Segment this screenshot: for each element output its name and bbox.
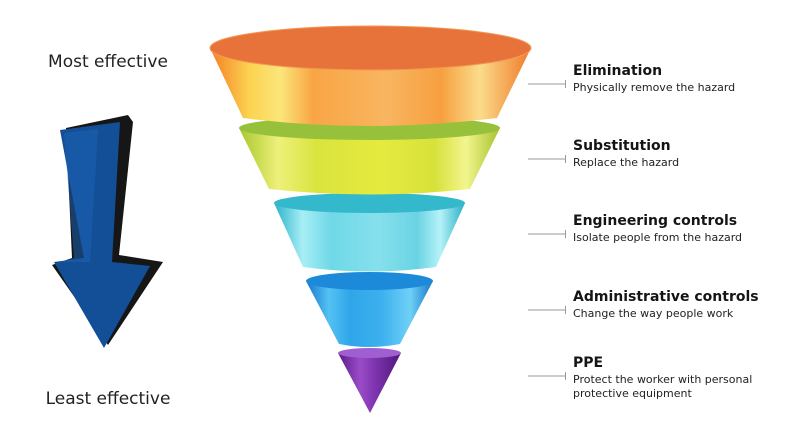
level-title: Administrative controls [573,289,759,305]
level-description: Replace the hazard [573,156,680,169]
level-title: Substitution [573,138,671,154]
connector-line [528,80,566,88]
level-description: Isolate people from the hazard [573,231,743,244]
most-effective-label: Most effective [48,52,168,72]
funnel-level-engineering-controls [274,193,465,272]
funnel-level-administrative-controls [306,272,433,347]
least-effective-label: Least effective [45,389,171,409]
funnel-level-elimination [209,25,532,126]
funnel-level-ppe [338,348,401,413]
level-title: PPE [573,355,604,371]
connector-line [528,155,566,163]
connector-line [528,372,566,380]
connector-line [528,230,566,238]
effectiveness-arrow-icon [52,115,163,348]
funnel-level-substitution [239,116,500,195]
level-title: Elimination [573,63,663,79]
level-description: Change the way people work [573,307,734,320]
connector-line [528,306,566,314]
level-title: Engineering controls [573,213,738,229]
level-description: Physically remove the hazard [573,81,736,94]
level-description: Protect the worker with personal protect… [573,373,753,400]
